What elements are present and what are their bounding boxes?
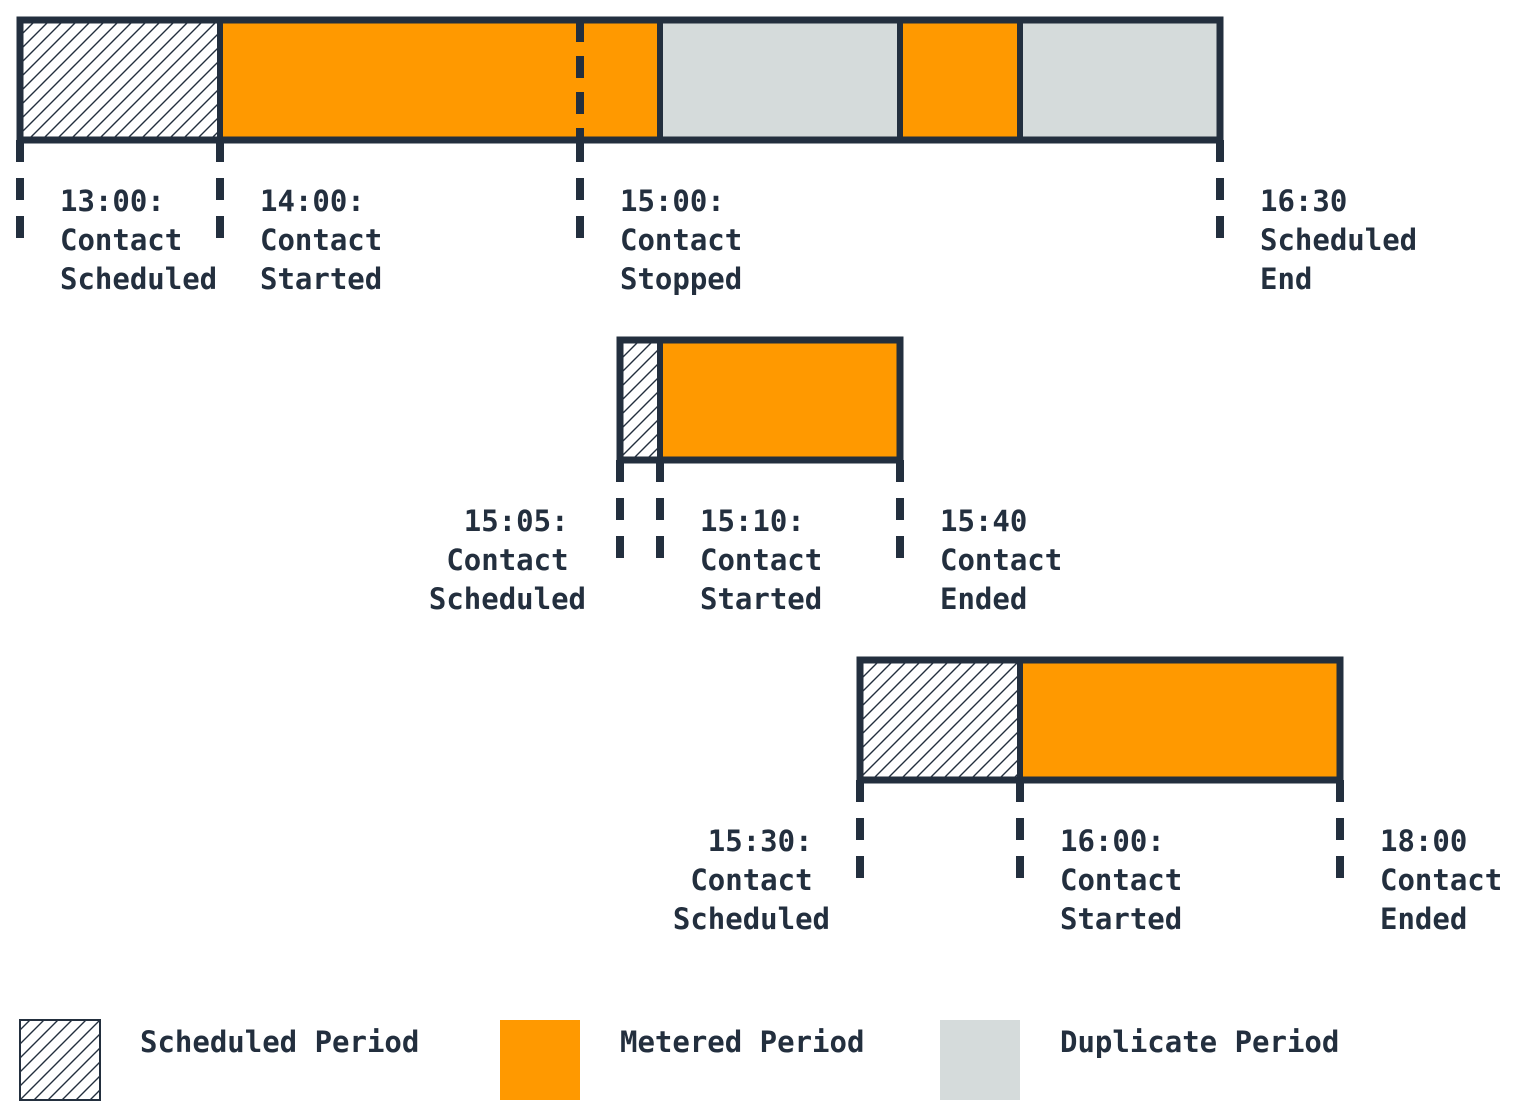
legend-item-metered: Metered Period xyxy=(500,1020,864,1100)
scheduled-period-segment xyxy=(620,340,660,460)
metered-period-segment xyxy=(1020,660,1340,780)
timeline-contact-3: 15:30: Contact Scheduled 16:00: Contact … xyxy=(673,656,1520,936)
event-label-contact-started: 15:10: Contact Started xyxy=(700,504,840,616)
event-label-contact-scheduled: 15:30: Contact Scheduled xyxy=(673,824,830,936)
scheduled-period-segment xyxy=(860,660,1020,780)
event-label-scheduled-end: 16:30 Scheduled End xyxy=(1260,184,1435,296)
event-label-contact-started: 14:00: Contact Started xyxy=(260,184,400,296)
duplicate-period-segment xyxy=(1020,20,1220,140)
legend-label-metered: Metered Period xyxy=(620,1025,864,1059)
metered-period-segment xyxy=(900,20,1020,140)
metered-period-segment xyxy=(220,20,660,140)
event-label-contact-stopped: 15:00: Contact Stopped xyxy=(620,184,760,296)
scheduled-period-segment xyxy=(20,20,220,140)
bar-outline xyxy=(856,656,1344,784)
legend-label-duplicate: Duplicate Period xyxy=(1060,1025,1339,1059)
timeline-contact-2: 15:05: Contact Scheduled 15:10: Contact … xyxy=(429,336,1080,616)
legend-swatch-metered xyxy=(500,1020,580,1100)
bar-outline xyxy=(16,16,1224,144)
metered-period-segment xyxy=(660,340,900,460)
duplicate-period-segment xyxy=(660,20,900,140)
event-label-contact-ended: 15:40 Contact Ended xyxy=(940,504,1080,616)
event-label-contact-started: 16:00: Contact Started xyxy=(1060,824,1200,936)
event-label-contact-scheduled: 13:00: Contact Scheduled xyxy=(60,184,217,296)
legend-item-duplicate: Duplicate Period xyxy=(940,1020,1339,1100)
legend-swatch-scheduled xyxy=(19,1019,101,1101)
overlap-segment-outline xyxy=(897,17,1023,143)
legend: Scheduled Period Metered Period Duplicat… xyxy=(19,1019,1339,1101)
event-label-contact-ended: 18:00 Contact Ended xyxy=(1380,824,1520,936)
legend-label-scheduled: Scheduled Period xyxy=(140,1025,419,1059)
bar-outline xyxy=(616,336,904,464)
event-label-contact-scheduled: 15:05: Contact Scheduled xyxy=(429,504,586,616)
legend-swatch-duplicate xyxy=(940,1020,1020,1100)
timeline-contact-1: 13:00: Contact Scheduled 14:00: Contact … xyxy=(16,16,1435,296)
legend-item-scheduled: Scheduled Period xyxy=(19,1019,419,1101)
